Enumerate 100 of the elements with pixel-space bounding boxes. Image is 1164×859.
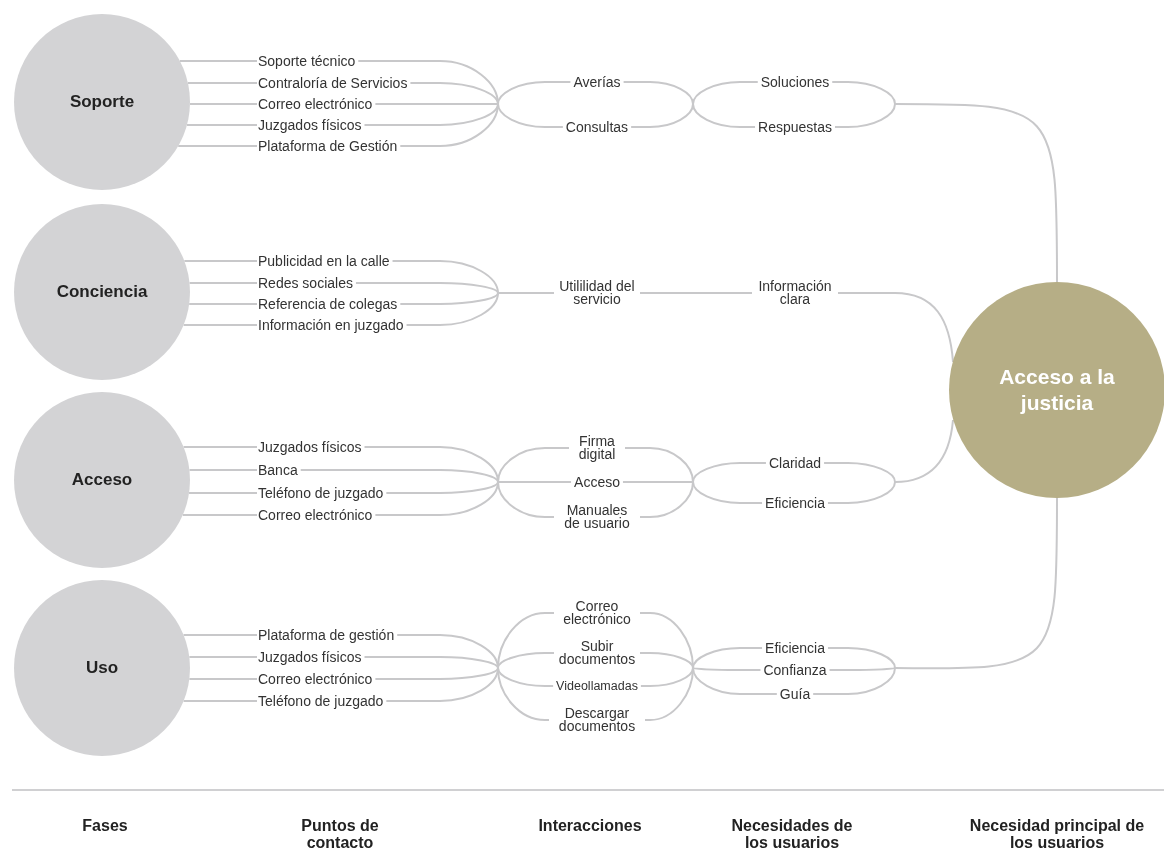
need-label: Eficiencia (765, 641, 825, 655)
interaction-label: Averías (573, 75, 621, 89)
connector-line (692, 103, 757, 128)
connector-line (188, 492, 258, 494)
connector-line (363, 103, 499, 126)
connector-line (497, 481, 573, 483)
connector-line (182, 700, 258, 702)
connector-line (639, 652, 694, 669)
connector-line (639, 481, 694, 518)
connector-line (354, 282, 499, 294)
connector-line (391, 260, 499, 294)
interaction-label: Videollamadas (556, 679, 638, 693)
connector-line (497, 652, 555, 669)
interaction-label: Correo electrónico (557, 600, 637, 626)
connector-line (692, 647, 764, 669)
connector-line (692, 81, 759, 105)
interaction-label: Firma digital (572, 435, 622, 461)
contact-point-label: Soporte técnico (258, 53, 356, 69)
contact-point-label: Juzgados físicos (258, 117, 362, 133)
connector-line (399, 292, 499, 305)
need-label: Claridad (768, 456, 822, 470)
connector-line (692, 462, 767, 483)
contact-point-label: Referencia de colegas (258, 296, 398, 312)
contact-point-label: Banca (258, 462, 298, 478)
connector-line (181, 514, 258, 516)
connector-line (639, 667, 694, 687)
need-label: Eficiencia (765, 496, 825, 510)
interaction-label: Acceso (574, 475, 620, 489)
connector-line (182, 324, 258, 326)
connector-line (188, 656, 258, 658)
connector-line (894, 292, 954, 363)
connector-line (692, 292, 753, 294)
connector-line (182, 634, 258, 636)
connector-line (624, 447, 694, 483)
connector-line (894, 103, 1058, 283)
connector-line (894, 419, 954, 483)
column-heading: Fases (81, 817, 129, 834)
connector-line (894, 497, 1058, 670)
connector-line (385, 481, 499, 494)
connector-line (622, 81, 694, 105)
phase-title: Soporte (69, 92, 135, 112)
contact-point-label: Información en juzgado (258, 317, 404, 333)
interaction-label: Manuales de usuario (557, 504, 637, 530)
connector-line (692, 667, 762, 671)
connector-line (826, 481, 896, 504)
connector-line (831, 81, 896, 105)
connector-line (837, 292, 896, 294)
connector-line (363, 656, 499, 669)
interaction-label: Utililidad del servicio (557, 280, 637, 306)
connector-line (178, 60, 258, 62)
contact-point-label: Teléfono de juzgado (258, 693, 384, 709)
contact-point-label: Plataforma de gestión (258, 627, 395, 643)
connector-line (497, 667, 555, 687)
connector-line (828, 667, 896, 671)
connector-line (188, 469, 258, 471)
interaction-label: Consultas (565, 120, 629, 134)
column-heading: Interacciones (537, 817, 643, 834)
contact-point-label: Redes sociales (258, 275, 353, 291)
contact-point-label: Correo electrónico (258, 96, 373, 112)
connector-line (189, 103, 258, 105)
connector-line (177, 145, 258, 147)
connector-line (183, 260, 258, 262)
column-heading: Necesidades de los usuarios (730, 817, 854, 851)
contact-point-label: Teléfono de juzgado (258, 485, 384, 501)
connector-line (692, 481, 764, 504)
connector-line (409, 82, 499, 105)
contact-point-label: Correo electrónico (258, 507, 373, 523)
contact-point-label: Juzgados físicos (258, 649, 362, 665)
connector-line (826, 647, 896, 669)
interaction-label: Descargar documentos (552, 707, 642, 733)
phase-title: Acceso (71, 470, 133, 490)
phase-title: Conciencia (56, 282, 148, 302)
contact-point-label: Publicidad en la calle (258, 253, 390, 269)
contact-point-label: Correo electrónico (258, 671, 373, 687)
connector-line (374, 103, 499, 105)
connector-line (497, 447, 570, 483)
column-heading: Necesidad principal de los usuarios (968, 817, 1146, 851)
connector-line (299, 469, 499, 483)
connector-line (405, 292, 499, 326)
connector-line (374, 667, 499, 680)
need-label: Guía (779, 687, 811, 701)
connector-line (185, 124, 258, 126)
connector-line (823, 462, 896, 483)
contact-point-label: Plataforma de Gestión (258, 138, 398, 154)
connector-line (188, 678, 258, 680)
interaction-label: Subir documentos (557, 640, 637, 666)
contact-point-label: Juzgados físicos (258, 439, 362, 455)
connector-line (497, 292, 555, 294)
need-label: Respuestas (758, 120, 832, 134)
need-label: Información clara (755, 280, 835, 306)
connector-line (833, 103, 896, 128)
connector-line (186, 82, 258, 84)
connector-line (630, 103, 694, 128)
phase-title: Uso (85, 658, 119, 678)
main-need-title: Acceso a la justicia (998, 364, 1116, 416)
contact-point-label: Contraloría de Servicios (258, 75, 408, 91)
connector-line (182, 446, 258, 448)
connector-line (188, 282, 258, 284)
connector-line (812, 667, 896, 695)
column-heading: Puntos de contacto (300, 817, 380, 851)
